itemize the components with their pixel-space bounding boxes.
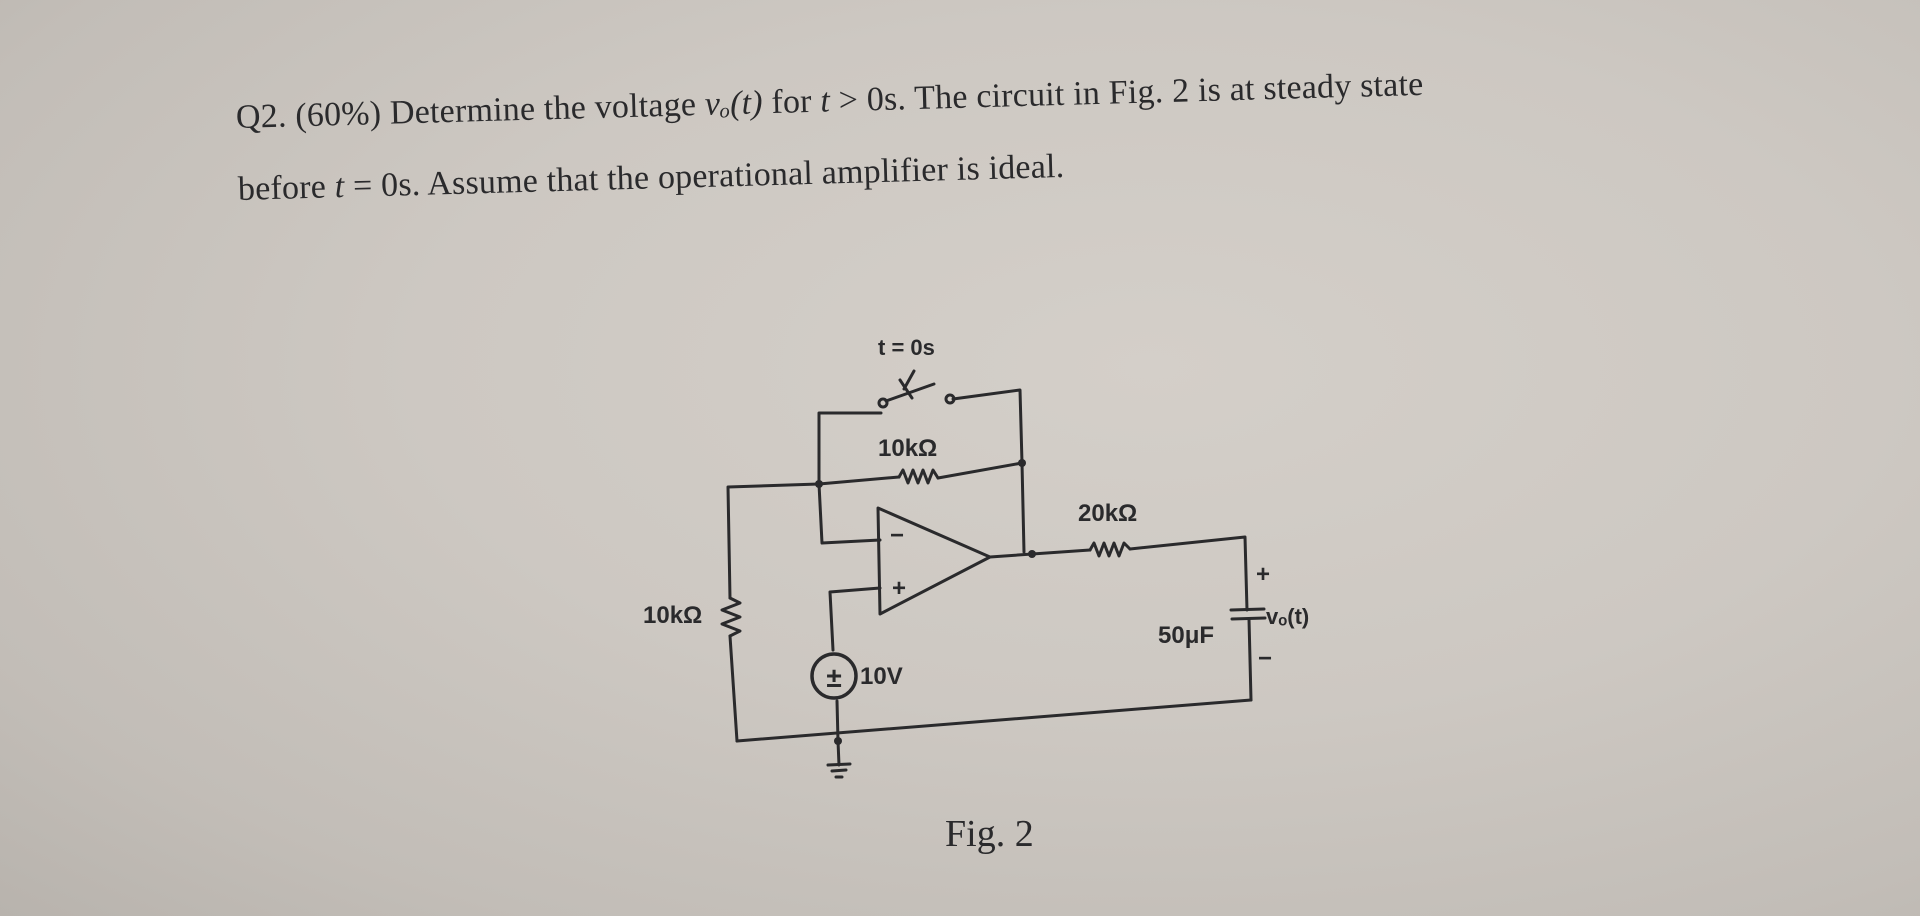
feedback-right-node [1018, 459, 1026, 467]
vo-minus-sign: − [1258, 645, 1272, 672]
capacitor-top-plate [1229, 607, 1266, 612]
left-down-wire [728, 634, 739, 743]
output-wire [988, 548, 1092, 559]
bottom-wire [735, 698, 1253, 743]
figure-caption: Fig. 2 [945, 813, 1034, 855]
opamp-triangle [876, 506, 992, 616]
vo-plus-sign: + [1256, 561, 1270, 588]
inverting-input-wire [817, 482, 882, 545]
source-label: 10V [860, 663, 903, 690]
output-resistor [1088, 541, 1132, 558]
switch-left-contact [877, 397, 889, 409]
output-node [1028, 550, 1036, 558]
left-resistor [720, 596, 742, 638]
opamp-minus-sign: − [890, 522, 904, 549]
switch-branch-wire [817, 411, 883, 486]
top-left-wire [726, 482, 821, 600]
feedback-resistor-label: 10kΩ [878, 435, 937, 462]
ground-symbol [826, 762, 852, 779]
opamp-plus-sign: + [892, 575, 906, 602]
source-ground-wire [835, 699, 841, 767]
vo-label: vₒ(t) [1266, 604, 1309, 629]
voltage-source [810, 652, 858, 700]
capacitor-down-wire [1247, 617, 1253, 702]
source-symbol: ± [826, 662, 841, 693]
output-right-wire [1128, 535, 1249, 612]
switch-right-wire [951, 388, 1024, 465]
switch-label: t = 0s [878, 335, 935, 360]
output-resistor-label: 20kΩ [1078, 500, 1137, 527]
feedback-resistor [897, 468, 940, 485]
noninverting-input-wire [828, 586, 882, 652]
switch-arrow [898, 369, 916, 400]
capacitor-label: 50μF [1158, 622, 1214, 649]
left-resistor-label: 10kΩ [643, 602, 702, 629]
feedback-wire-left [817, 475, 901, 486]
top-left-node [815, 480, 823, 488]
switch-right-contact [944, 393, 956, 405]
ground-node [834, 737, 842, 745]
